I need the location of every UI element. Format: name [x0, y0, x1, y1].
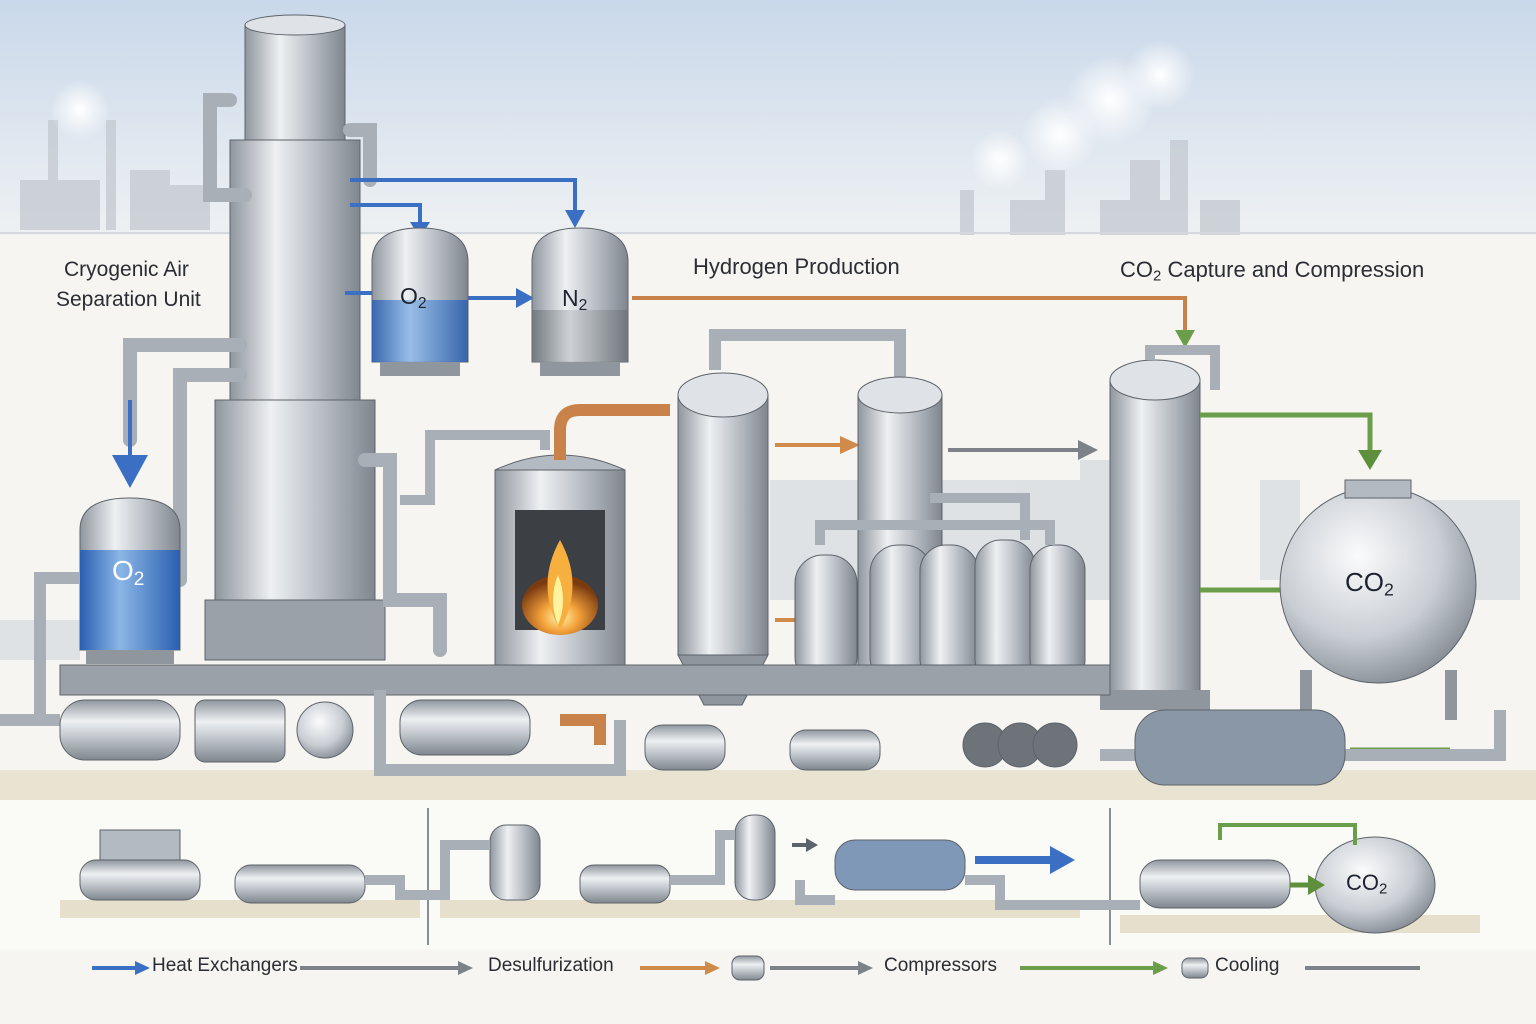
psa-pipes [400, 430, 1055, 545]
n2-top-label: N2 [562, 285, 587, 315]
co2-capture-column [1100, 359, 1210, 710]
label-separation-unit: Separation Unit [56, 288, 201, 311]
o2-left-symbol: O [112, 555, 134, 586]
reactor-top-pipe [709, 329, 906, 385]
legend-compressors: Compressors [884, 955, 997, 976]
orange-feed-pipe [554, 404, 670, 460]
o2-top-symbol: O [400, 283, 418, 309]
co2-column-top-pipe [1145, 345, 1220, 390]
horizon-line [0, 232, 1536, 234]
orange-return-pipe [560, 714, 606, 745]
reformer-furnace [494, 454, 626, 671]
o2-top-subscript: 2 [417, 294, 427, 312]
legend-lines [92, 955, 1420, 981]
lower-pipes [365, 830, 1140, 910]
background-skyline [20, 120, 1240, 235]
ground-equipment [59, 699, 1346, 786]
lower-ground-left [60, 900, 420, 918]
co2-small-symbol: CO [1346, 870, 1379, 895]
lower-equipment [79, 814, 1436, 934]
lower-ground-right [1120, 915, 1480, 933]
o2-top-label: O2 [400, 283, 427, 313]
oxygen-flow-lines [128, 178, 577, 455]
main-skid [59, 664, 1111, 696]
co2-capture-subscript: 2 [1153, 267, 1162, 285]
n2-top-symbol: N [562, 285, 579, 311]
reactor-vessel [677, 372, 769, 706]
psa-vessels [794, 539, 1086, 686]
label-hydrogen-production: Hydrogen Production [693, 254, 900, 279]
lower-flow-lines [792, 823, 1357, 895]
column-pipes [123, 93, 447, 657]
co2-sphere-symbol: CO [1345, 567, 1384, 597]
label-co2-capture: CO2 Capture and Compression [1120, 257, 1424, 285]
lower-ground-mid [440, 900, 1080, 918]
co2-capture-suffix: Capture and Compression [1161, 257, 1425, 282]
legend-desulfurization: Desulfurization [488, 955, 614, 976]
co2-small-label: CO2 [1346, 870, 1387, 898]
n2-tank-top [531, 227, 629, 376]
legend-heat-exchangers: Heat Exchangers [152, 955, 298, 976]
o2-tank-left [79, 497, 181, 664]
o2-left-subscript: 2 [133, 568, 145, 590]
o2-left-inlet-pipe [34, 572, 80, 720]
air-separation-column [204, 14, 386, 661]
co2-storage-sphere [1279, 479, 1477, 720]
smoke-plumes [50, 40, 1195, 190]
co2-sphere-subscript: 2 [1384, 579, 1394, 600]
o2-tank-top [371, 227, 469, 376]
n2-top-subscript: 2 [578, 296, 588, 314]
legend-cooling: Cooling [1215, 955, 1280, 976]
o2-left-label: O2 [112, 555, 144, 591]
label-cryogenic-air: Cryogenic Air [64, 258, 189, 281]
co2-capture-prefix: CO [1120, 257, 1153, 282]
co2-sphere-label: CO2 [1345, 567, 1394, 600]
co2-small-subscript: 2 [1379, 880, 1388, 898]
